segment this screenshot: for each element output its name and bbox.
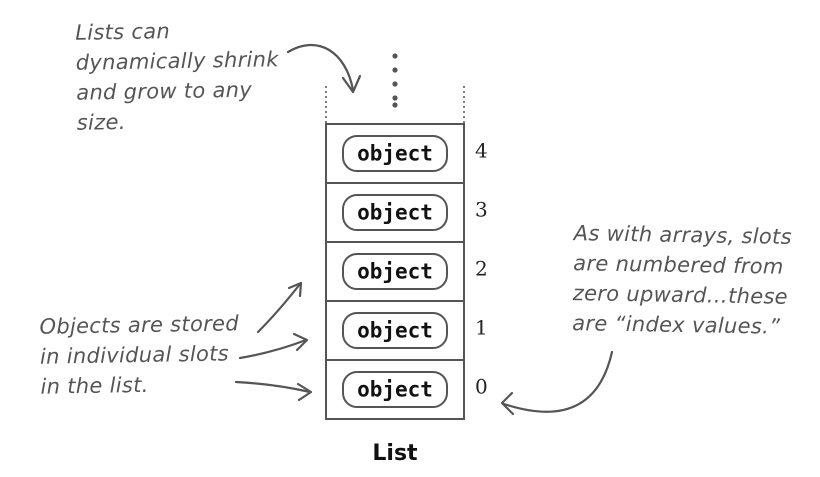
list-slots: object 4 object 3 object 2 object 1 object 0 xyxy=(325,123,488,420)
object-label: object xyxy=(357,260,433,284)
arrow-to-slot-2 xyxy=(256,281,303,334)
arrow-to-slot-1 xyxy=(238,332,309,360)
list-slot: object 4 xyxy=(325,123,488,184)
note-line: dynamically shrink xyxy=(75,47,279,75)
index-value: 3 xyxy=(475,198,488,222)
object-pill xyxy=(342,253,448,290)
note-objects-stored: Objects are stored in individual slots i… xyxy=(39,308,240,401)
object-pill xyxy=(342,135,448,172)
more-slots-ellipsis xyxy=(392,53,398,108)
object-label: object xyxy=(357,378,433,402)
note-line: are “index values.” xyxy=(572,311,781,339)
note-line: in individual slots xyxy=(39,341,230,369)
list-caption: List xyxy=(372,441,418,466)
object-pill xyxy=(342,312,448,349)
list-slot: object 1 xyxy=(325,300,488,361)
arrow-to-index-0 xyxy=(500,350,614,416)
object-pill xyxy=(342,194,448,231)
index-value: 0 xyxy=(475,375,488,399)
object-pill xyxy=(342,371,448,408)
object-label: object xyxy=(357,142,433,166)
list-slot: object 2 xyxy=(325,241,488,302)
arrow-to-list-top xyxy=(286,43,362,94)
note-line: As with arrays, slots xyxy=(573,221,793,249)
list-slot: object 3 xyxy=(325,182,488,243)
index-value: 2 xyxy=(475,257,488,281)
note-dynamic-size: Lists can dynamically shrink and grow to… xyxy=(75,14,280,138)
note-line: Lists can xyxy=(75,19,171,45)
arrow-to-slot-0 xyxy=(234,380,313,402)
note-line: are numbered from xyxy=(573,251,784,279)
index-value: 4 xyxy=(475,139,488,163)
list-slot: object 0 xyxy=(325,359,488,420)
index-value: 1 xyxy=(475,316,488,340)
object-label: object xyxy=(357,319,433,343)
note-line: in the list. xyxy=(40,372,149,399)
note-line: and grow to any xyxy=(76,77,253,105)
object-label: object xyxy=(357,201,433,225)
note-line: Objects are stored xyxy=(39,311,240,339)
note-index-values: As with arrays, slots are numbered from … xyxy=(572,218,792,342)
note-line: zero upward…these xyxy=(572,281,789,309)
note-line: size. xyxy=(76,109,126,135)
